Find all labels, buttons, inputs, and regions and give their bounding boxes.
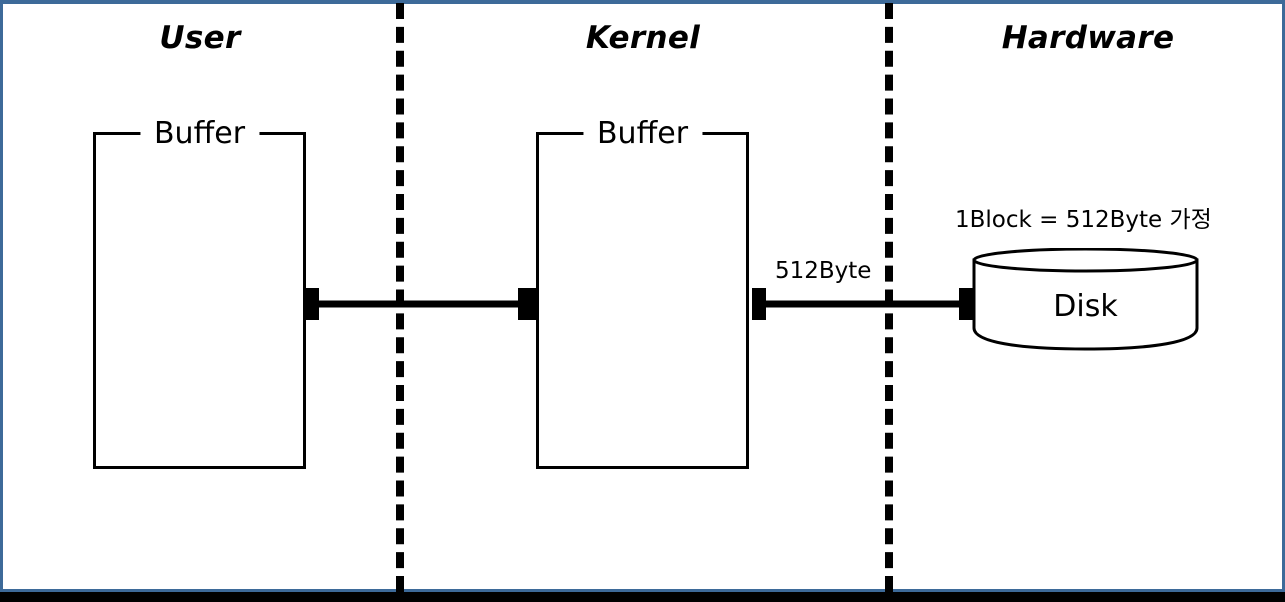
- user-buffer: Buffer: [93, 118, 306, 472]
- slide-bottom-bar: [0, 592, 1285, 602]
- zone-title-hardware: Hardware: [1001, 20, 1175, 56]
- kernel-buffer-label: Buffer: [582, 118, 703, 150]
- user-buffer-label: Buffer: [139, 118, 260, 150]
- user-buffer-box: [93, 132, 306, 469]
- disk-block-size-note: 1Block = 512Byte 가정: [955, 207, 1212, 233]
- kernel-buffer: Buffer: [536, 118, 749, 472]
- disk-shape: Disk: [968, 247, 1203, 358]
- arrow-user-kernel: [305, 288, 539, 320]
- disk-cylinder-icon: [972, 247, 1199, 351]
- disk-top-ellipse: [972, 247, 1199, 273]
- disk-body: [972, 258, 1199, 351]
- arrow-label-512byte: 512Byte: [775, 258, 872, 284]
- zone-title-user: User: [159, 20, 241, 56]
- kernel-buffer-box: [536, 132, 749, 469]
- arrow-kernel-disk: [752, 288, 980, 320]
- zone-title-kernel: Kernel: [585, 20, 701, 56]
